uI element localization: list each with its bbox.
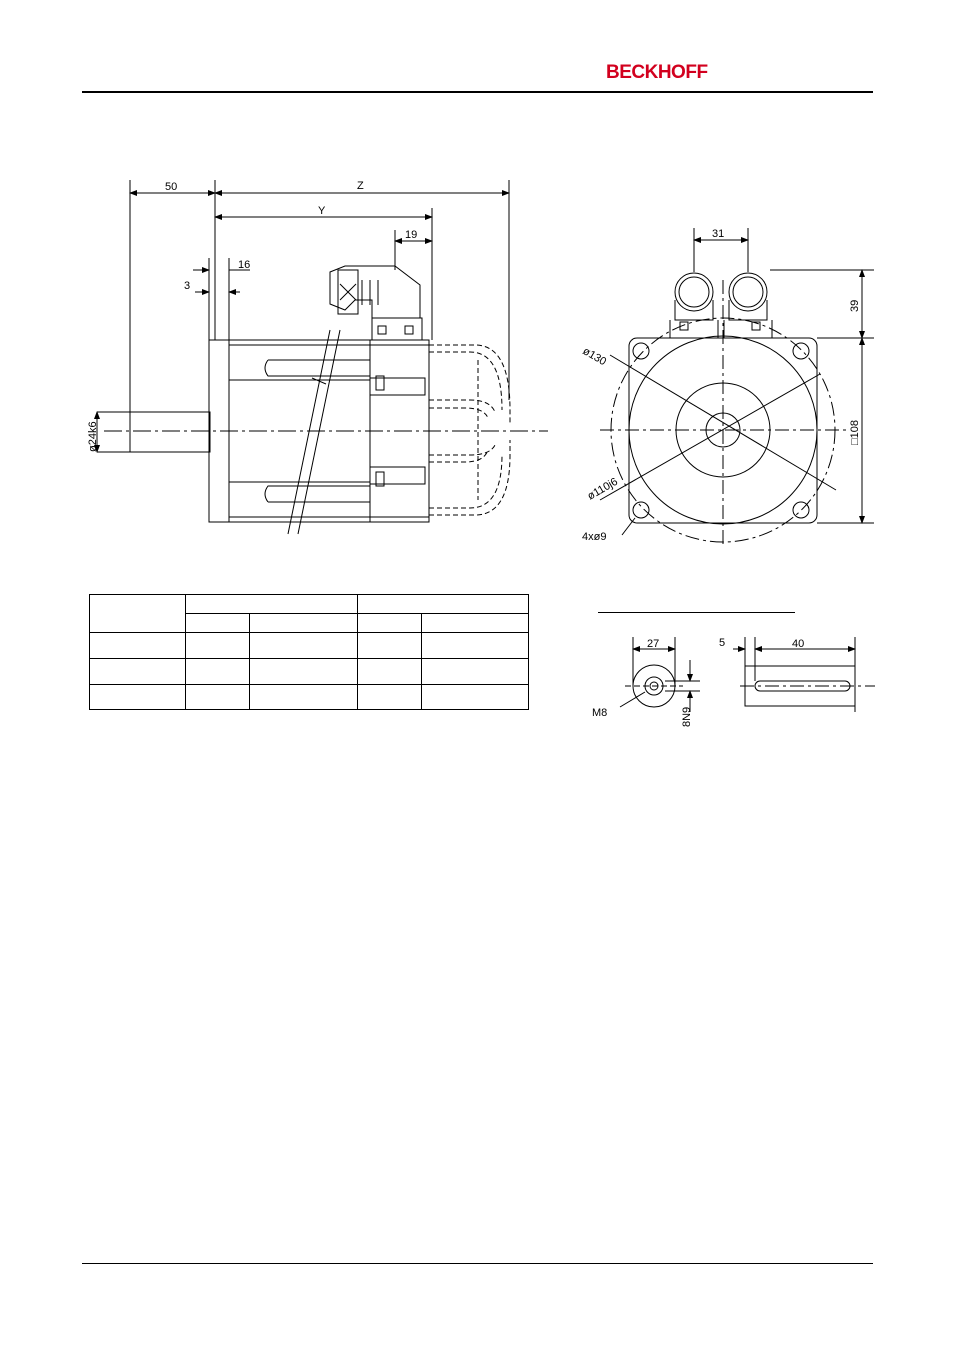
table-header-cell [357,594,529,614]
table-header-cell [249,613,358,633]
table-row [89,658,529,685]
dim-holes-label: 4xø9 [582,531,606,543]
dim-50-label: 50 [165,181,177,193]
front-view-labels: 31 39 □108 ø130 ø110j6 4xø9 [581,228,862,543]
dim-19-label: 19 [405,229,417,241]
side-view-labels: 50 Z Y 19 16 3 ø24k6 [87,180,417,452]
dim-16-label: 16 [238,259,250,271]
side-view [94,180,548,535]
footer-rule [82,1263,873,1264]
dim-z-label: Z [357,180,364,192]
shaft-detail-labels: 27 M8 8N9 5 40 [592,637,804,727]
table-header-cell [421,613,529,633]
table-header-cell [89,594,186,633]
shaft-detail [619,637,875,712]
dimension-table [89,594,529,710]
dim-y-label: Y [318,205,326,217]
table-row [89,632,529,659]
table-row [89,684,529,710]
dim-shaft-label: ø24k6 [87,421,99,452]
dim-3-label: 3 [184,280,190,292]
table-header-cell [357,613,422,633]
front-view [599,228,874,545]
dim-40-label: 40 [792,638,804,650]
dim-108-label: □108 [849,420,861,445]
dim-39-label: 39 [849,300,861,312]
shaft-detail-rule [598,612,795,613]
header-rule [82,91,873,93]
dim-8n9-label: 8N9 [681,707,693,727]
dim-31-label: 31 [712,228,724,240]
dim-5-label: 5 [719,637,725,649]
dim-27-label: 27 [647,638,659,650]
beckhoff-logo: BECKHOFF [606,62,708,83]
dim-130-label: ø130 [581,345,609,368]
table-header-cell [185,613,250,633]
table-header-cell [185,594,358,614]
dim-m8-label: M8 [592,707,607,719]
